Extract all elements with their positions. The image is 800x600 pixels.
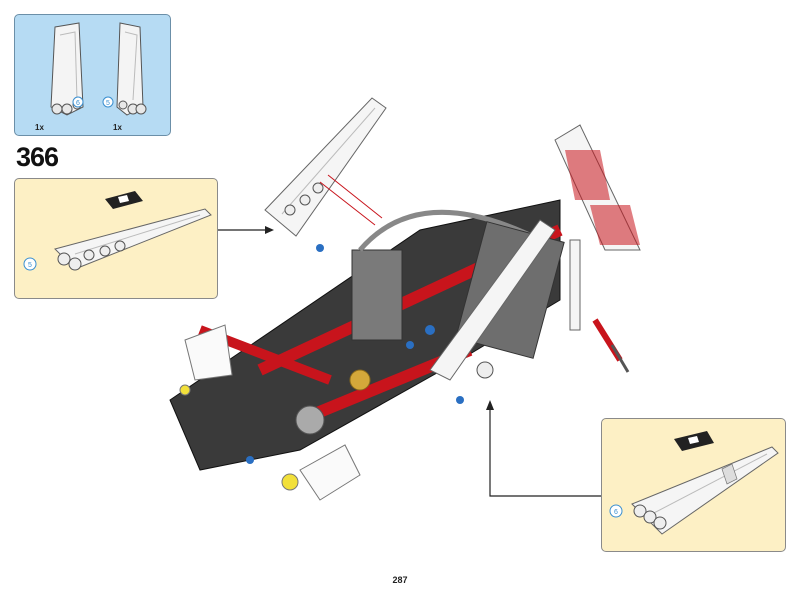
floating-panel	[264, 97, 387, 237]
callout-left: 5	[14, 178, 218, 299]
rotate-icon	[674, 431, 714, 451]
callout-arrow-left	[218, 226, 274, 234]
callout-arrow-right	[486, 400, 601, 497]
callout-right-illustration: 6	[609, 431, 779, 535]
callout-right: 6	[601, 418, 786, 552]
rotate-icon	[105, 191, 143, 209]
parts-illustration: 6 5	[50, 22, 147, 116]
pin-label: 6	[614, 509, 618, 516]
pin-label: 5	[28, 262, 32, 269]
pin-label-left: 6	[76, 100, 80, 107]
pin-badge	[609, 504, 623, 518]
pin-badge	[23, 257, 37, 271]
pin-label-right: 5	[106, 100, 110, 107]
parts-list-box: 6 5 1x 1x	[14, 14, 171, 136]
page-number: 287	[392, 575, 408, 585]
panel-left-part	[50, 22, 84, 116]
pin-badge-left	[72, 96, 84, 108]
panel-right-part	[116, 22, 147, 116]
step-number: 366	[16, 142, 59, 172]
callout-left-illustration: 5	[23, 191, 212, 271]
pin-badge-right	[102, 96, 114, 108]
battery-box	[351, 249, 403, 341]
wing-assembly	[554, 124, 641, 373]
part-quantity: 1x	[113, 123, 122, 132]
part-quantity: 1x	[35, 123, 44, 132]
panel-assembly-right	[631, 446, 779, 535]
chassis	[169, 199, 565, 491]
panel-assembly-left	[54, 208, 212, 271]
fender-parts	[184, 324, 361, 501]
